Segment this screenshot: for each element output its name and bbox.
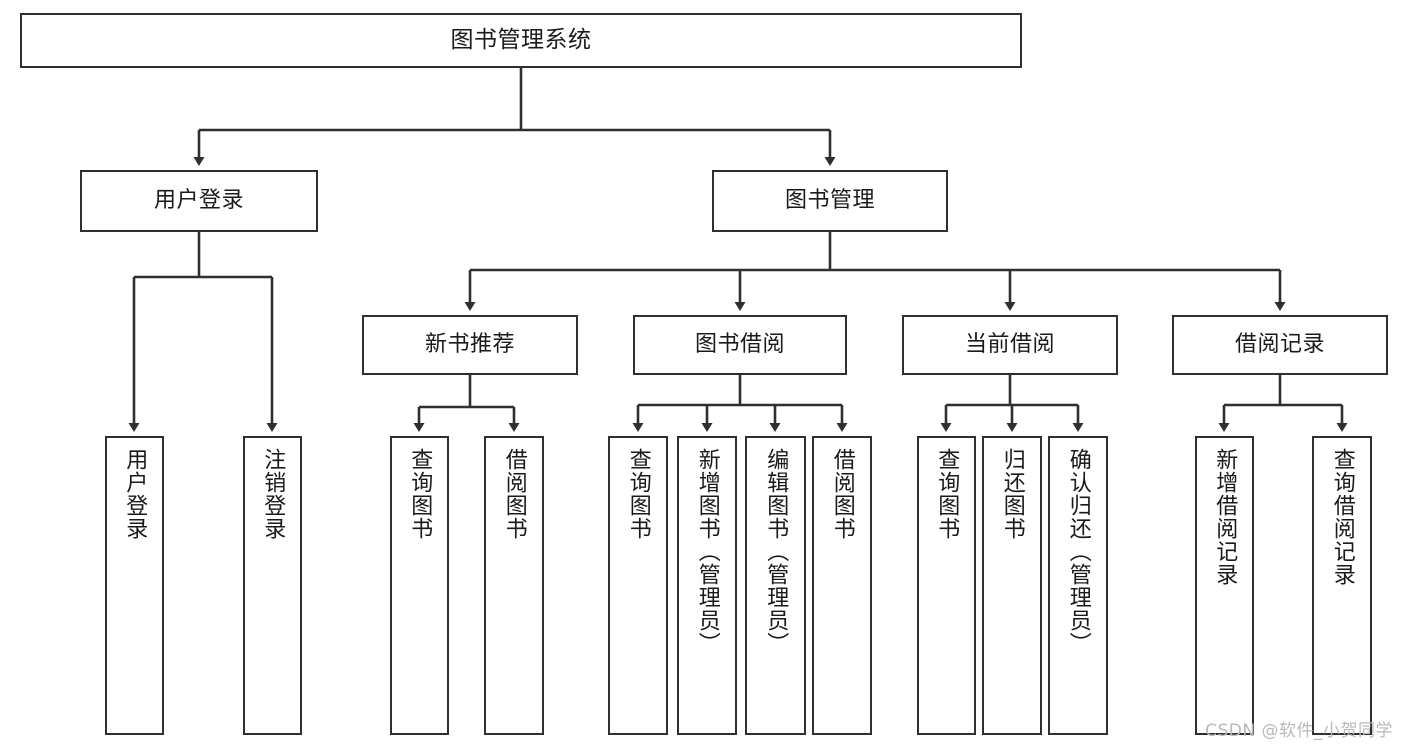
node-label: 查询图书 xyxy=(934,448,960,540)
leaf-borrow-query-book[interactable]: 查询图书 xyxy=(608,436,668,735)
node-label: 确认归还（管理员） xyxy=(1065,448,1091,655)
node-current-borrow[interactable]: 当前借阅 xyxy=(902,315,1118,375)
node-label: 新书推荐 xyxy=(424,332,515,358)
node-label: 编辑图书（管理员） xyxy=(763,448,789,655)
leaf-user-login-logout[interactable]: 注销登录 xyxy=(243,436,302,735)
node-label: 用户登录 xyxy=(153,188,244,214)
node-label: 借阅图书 xyxy=(501,448,527,540)
leaf-borrow-borrow-book[interactable]: 借阅图书 xyxy=(812,436,872,735)
leaf-record-query-record[interactable]: 查询借阅记录 xyxy=(1312,436,1372,735)
node-label: 当前借阅 xyxy=(964,332,1055,358)
node-label: 新增图书（管理员） xyxy=(694,448,720,655)
leaf-borrow-edit-book-admin[interactable]: 编辑图书（管理员） xyxy=(745,436,806,735)
node-user-login[interactable]: 用户登录 xyxy=(80,170,318,232)
leaf-record-add-record[interactable]: 新增借阅记录 xyxy=(1195,436,1254,735)
node-label: 注销登录 xyxy=(260,448,286,540)
leaf-user-login-login[interactable]: 用户登录 xyxy=(105,436,164,735)
leaf-new-book-borrow[interactable]: 借阅图书 xyxy=(484,436,544,735)
leaf-borrow-add-book-admin[interactable]: 新增图书（管理员） xyxy=(677,436,737,735)
node-label: 查询借阅记录 xyxy=(1329,448,1355,586)
node-root-system[interactable]: 图书管理系统 xyxy=(20,13,1022,68)
node-borrow-record[interactable]: 借阅记录 xyxy=(1172,315,1388,375)
leaf-current-confirm-return-admin[interactable]: 确认归还（管理员） xyxy=(1048,436,1108,735)
node-label: 图书管理系统 xyxy=(450,26,592,53)
leaf-current-return-book[interactable]: 归还图书 xyxy=(982,436,1042,735)
node-label: 图书管理 xyxy=(784,188,875,214)
node-label: 借阅记录 xyxy=(1234,332,1325,358)
leaf-new-book-query[interactable]: 查询图书 xyxy=(390,436,449,735)
node-book-borrow[interactable]: 图书借阅 xyxy=(633,315,847,375)
node-new-book-recommend[interactable]: 新书推荐 xyxy=(362,315,578,375)
node-label: 用户登录 xyxy=(122,448,148,540)
node-label: 图书借阅 xyxy=(694,332,785,358)
leaf-current-query-book[interactable]: 查询图书 xyxy=(917,436,976,735)
node-book-management[interactable]: 图书管理 xyxy=(712,170,948,232)
node-label: 查询图书 xyxy=(625,448,651,540)
node-label: 借阅图书 xyxy=(829,448,855,540)
node-label: 查询图书 xyxy=(407,448,433,540)
node-label: 新增借阅记录 xyxy=(1212,448,1238,586)
node-label: 归还图书 xyxy=(999,448,1025,540)
